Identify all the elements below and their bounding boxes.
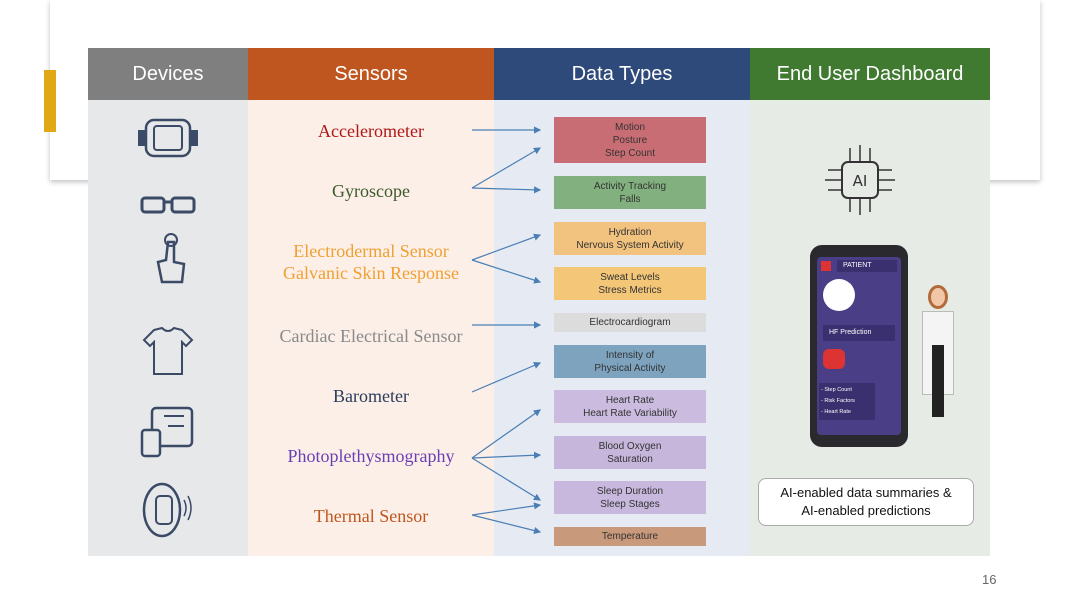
patient-avatar [823, 279, 855, 311]
sensor-accelerometer: Accelerometer [318, 121, 424, 141]
touch-sensor-icon [128, 232, 208, 288]
data-type-box: Sleep Duration Sleep Stages [554, 481, 706, 514]
data-type-box: Electrocardiogram [554, 313, 706, 332]
smart-shirt-icon [128, 322, 208, 378]
sensor-barometer: Barometer [333, 386, 409, 406]
dashboard-column: End User Dashboard AI PATIENT HF Predict… [750, 48, 990, 556]
data-type-box: Hydration Nervous System Activity [554, 222, 706, 255]
data-type-box: Blood Oxygen Saturation [554, 436, 706, 469]
doctor-illustration [920, 285, 956, 445]
ai-chip-icon: AI [825, 145, 895, 215]
data-type-box: Temperature [554, 527, 706, 546]
phone-illustration: PATIENT HF Prediction - Step Count - Risk… [810, 245, 908, 447]
accent-bar [44, 70, 56, 132]
sensors-header: Sensors [248, 48, 494, 100]
data-type-box: Motion Posture Step Count [554, 117, 706, 163]
data-type-box: Sweat Levels Stress Metrics [554, 267, 706, 300]
phone-list-item: - Heart Rate [821, 409, 851, 415]
data-type-box: Activity Tracking Falls [554, 176, 706, 209]
smart-scale-icon [128, 404, 208, 460]
wristband-icon [128, 482, 208, 538]
devices-header: Devices [88, 48, 248, 100]
smartwatch-icon [128, 112, 208, 168]
sensor-thermal-sensor: Thermal Sensor [313, 506, 429, 526]
page-number: 16 [982, 572, 997, 587]
data-type-box: Heart Rate Heart Rate Variability [554, 390, 706, 423]
patient-title: PATIENT [837, 260, 897, 272]
heart-check-icon [823, 349, 845, 369]
devices-column: Devices [88, 48, 248, 556]
sensor-electrodermal-sensor: Electrodermal Sensor Galvanic Skin Respo… [283, 241, 459, 283]
ai-summary-note: AI-enabled data summaries & AI-enabled p… [758, 478, 974, 526]
heart-icon [821, 261, 831, 271]
hf-prediction-label: HF Prediction [823, 325, 895, 341]
data-types-header: Data Types [494, 48, 750, 100]
sensor-gyroscope: Gyroscope [332, 181, 410, 201]
sensor-cardiac-electrical-sensor: Cardiac Electrical Sensor [279, 326, 463, 346]
smart-glasses-icon [128, 180, 208, 236]
sensor-photoplethysmography: Photoplethysmography [287, 446, 455, 466]
ai-label: AI [853, 172, 868, 190]
phone-list-item: - Risk Factors [821, 398, 855, 404]
dashboard-header: End User Dashboard [750, 48, 990, 100]
data-type-box: Intensity of Physical Activity [554, 345, 706, 378]
phone-list-item: - Step Count [821, 387, 852, 393]
